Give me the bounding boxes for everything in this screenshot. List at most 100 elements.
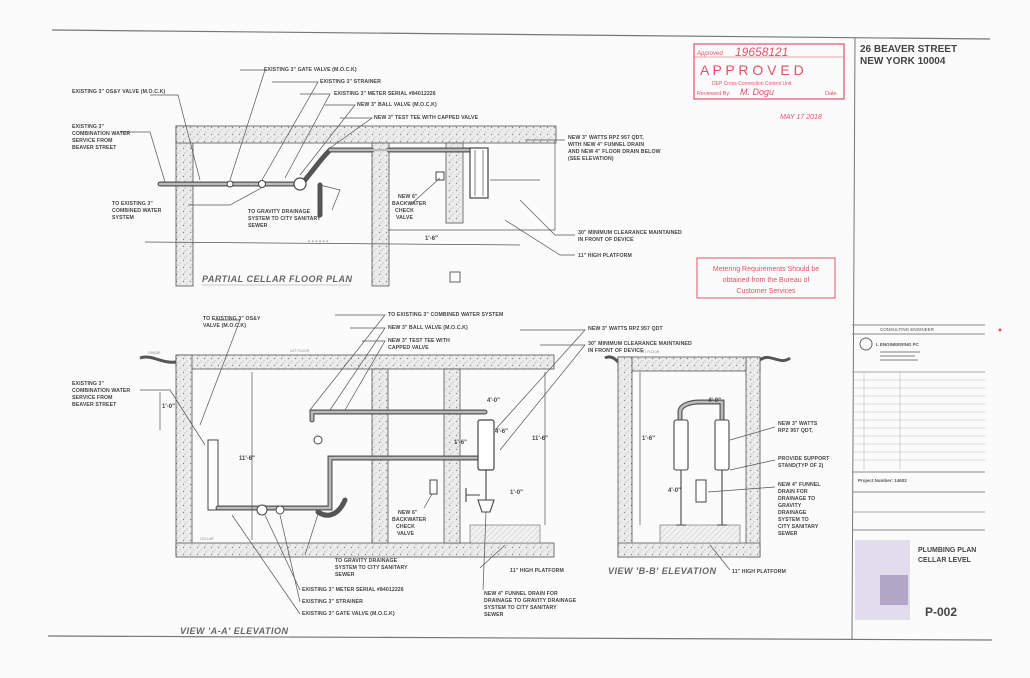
elev-b-rpz-right xyxy=(714,419,730,471)
stamp-reviewed-label: Reviewed By: xyxy=(697,91,731,97)
elev-b-title: VIEW 'B-B' ELEVATION xyxy=(608,566,716,576)
plan-label-gate-valve: EXISTING 3" GATE VALVE (M.O.C.K) xyxy=(264,67,357,73)
elev-a-dim-top: 1'-0" xyxy=(162,404,175,410)
elev-a-label-backwater: NEW 6" xyxy=(398,510,418,516)
plan-wall-top xyxy=(175,125,557,144)
plan-label-test-tee: NEW 3" TEST TEE WITH CAPPED VALVE xyxy=(374,115,479,121)
view-b-b-elevation: 1'-6" 4'-0" 4'-0" NEW 3" WATTS RPZ 957 Q… xyxy=(604,350,830,576)
firm-name: L ENGINEERING PC xyxy=(876,342,920,347)
elev-a-label-service: BEAVER STREET xyxy=(72,402,117,408)
elev-b-label-rpz: RPZ 957 QDT, xyxy=(778,428,813,434)
notice-line-2: obtained from the Bureau of xyxy=(723,277,810,284)
elev-a-label-osay: TO EXISTING 3" OS&Y xyxy=(203,316,261,322)
plan-label-to-combined: SYSTEM xyxy=(112,215,134,221)
elev-a-label-funnel: SYSTEM TO CITY SANITARY xyxy=(484,605,557,611)
plan-wall-left xyxy=(175,125,194,287)
elev-a-label-meter: EXISTING 3" METER SERIAL #84012226 xyxy=(302,587,404,593)
plan-label-rpz: (SEE ELEVATION) xyxy=(568,156,614,162)
elev-b-label-funnel: SEWER xyxy=(778,531,798,537)
elev-a-top-slab xyxy=(175,354,555,370)
elev-a-label-ball-valve: NEW 3" BALL VALVE (M.O.C.K) xyxy=(388,325,468,331)
plan-label-clearance: 30" MINIMUM CLEARANCE MAINTAINED xyxy=(578,230,682,236)
address-line-2: NEW YORK 10004 xyxy=(860,56,946,67)
elev-a-label-clearance: IN FRONT OF DEVICE xyxy=(588,348,644,354)
stamp-date-value: MAY 17 2018 xyxy=(780,114,822,121)
elev-a-dim-small: 4'-0" xyxy=(487,398,500,404)
title-block: 26 BEAVER STREET NEW YORK 10004 CONSULTI… xyxy=(852,44,985,620)
elev-a-dim-side: 11'-6" xyxy=(239,456,255,462)
elev-a-label-service: COMBINATION WATER xyxy=(72,388,130,394)
plan-rpz-device xyxy=(469,147,489,199)
revision-table xyxy=(852,372,985,470)
elev-a-label-test-tee: CAPPED VALVE xyxy=(388,345,429,351)
stamp-approved-prefix: Approved xyxy=(696,51,723,57)
elev-b-label-funnel: CITY SANITARY xyxy=(778,524,819,530)
view-a-a-elevation: 1'-0" 11'-6" 11'-6" 4'-0" 1'-6" 4'-6" 1'… xyxy=(72,312,692,638)
elev-a-left-wall xyxy=(175,354,193,556)
plan-label-backwater: BACKWATER xyxy=(392,201,426,207)
metering-notice: Metering Requirements Should be obtained… xyxy=(696,257,836,299)
plan-label-rpz: AND NEW 4" FLOOR DRAIN BELOW xyxy=(568,149,661,155)
elev-b-left-wall xyxy=(617,356,633,558)
elev-a-rpz-device xyxy=(477,419,495,471)
elev-b-bottom-slab xyxy=(617,542,761,558)
elev-b-floor-label: 1ST FLOOR xyxy=(640,350,660,354)
elev-a-bottom-slab xyxy=(175,542,555,558)
stamp-reviewer: M. Dogu xyxy=(740,87,774,97)
plan-label-strainer: EXISTING 3" STRAINER xyxy=(320,79,381,85)
plan-label-osay-valve: EXISTING 3" OS&Y VALVE (M.O.C.K) xyxy=(72,89,165,95)
plan-label-clearance: IN FRONT OF DEVICE xyxy=(578,237,634,243)
stamp-approved-word: A P P R O V E D xyxy=(700,62,804,78)
elev-a-label-funnel: DRAINAGE TO GRAVITY DRAINAGE xyxy=(484,598,577,604)
plan-label-backwater: NEW 6" xyxy=(398,194,418,200)
elev-a-label-funnel: SEWER xyxy=(484,612,504,618)
elev-a-label-gate-valve: EXISTING 3" GATE VALVE (M.O.C.K) xyxy=(302,611,395,617)
plan-dim-overall: - - - - - - xyxy=(308,239,328,245)
plan-label-platform: 11" HIGH PLATFORM xyxy=(578,253,632,259)
plan-dim: 1'-6" xyxy=(425,236,438,242)
elev-a-label-funnel: NEW 4" FUNNEL DRAIN FOR xyxy=(484,591,558,597)
elev-a-label-gravity: SEWER xyxy=(335,572,355,578)
elev-b-top-slab xyxy=(617,356,761,372)
elev-a-label-strainer: EXISTING 3" STRAINER xyxy=(302,599,363,605)
elev-a-label-to-combined: TO EXISTING 3" COMBINED WATER SYSTEM xyxy=(388,312,503,318)
elev-b-label-funnel: SYSTEM TO xyxy=(778,517,809,523)
elev-b-label-funnel: DRAIN FOR xyxy=(778,489,808,495)
elev-a-platform xyxy=(469,524,541,544)
elev-b-label-rpz: NEW 3" WATTS xyxy=(778,421,818,427)
elev-b-label-platform: 11" HIGH PLATFORM xyxy=(732,569,786,575)
partial-cellar-floor-plan: - - - - - - 1'-6" EXISTING 3" GATE VALVE… xyxy=(72,67,682,287)
elev-a-grade-label: GRADE xyxy=(148,351,161,355)
plan-label-rpz: WITH NEW 4" FUNNEL DRAIN xyxy=(568,142,644,148)
stamp-unit-line: DEP Cross-Connection Control Unit xyxy=(712,81,792,87)
elev-a-dim-b: 4'-6" xyxy=(495,429,508,435)
elev-b-label-support: PROVIDE SUPPORT xyxy=(778,456,830,462)
elev-a-label-backwater: CHECK xyxy=(396,524,415,530)
elev-a-title: VIEW 'A-A' ELEVATION xyxy=(180,626,288,636)
elev-a-service-riser xyxy=(207,439,219,511)
plan-label-to-combined: TO EXISTING 3" xyxy=(112,201,153,207)
elev-b-dim-top: 4'-0" xyxy=(708,398,721,404)
plan-label-service: SERVICE FROM xyxy=(72,138,113,144)
elev-a-label-backwater: BACKWATER xyxy=(392,517,426,523)
plan-label-service: BEAVER STREET xyxy=(72,145,117,151)
elev-a-dim-side-right: 11'-6" xyxy=(532,436,548,442)
plan-label-ball-valve: NEW 3" BALL VALVE (M.O.C.K) xyxy=(357,102,437,108)
north-arrow-box xyxy=(449,271,461,283)
plan-column-right xyxy=(445,142,464,224)
plan-label-meter: EXISTING 3" METER SERIAL #84012226 xyxy=(334,91,436,97)
elev-b-label-funnel: DRAINAGE xyxy=(778,510,807,516)
plan-title: PARTIAL CELLAR FLOOR PLAN xyxy=(202,274,353,284)
elev-a-label-backwater: VALVE xyxy=(397,531,414,537)
approval-stamp: Approved 19658121 A P P R O V E D DEP Cr… xyxy=(693,43,845,121)
elev-a-label-service: EXISTING 3" xyxy=(72,381,105,387)
firm-logo xyxy=(859,337,873,351)
elev-b-rpz-left xyxy=(673,419,689,471)
elev-a-label-test-tee: NEW 3" TEST TEE WITH xyxy=(388,338,450,344)
plan-label-service: EXISTING 3" xyxy=(72,124,105,130)
elev-b-platform xyxy=(659,524,741,544)
elev-b-label-funnel: GRAVITY xyxy=(778,503,802,509)
address-line-1: 26 BEAVER STREET xyxy=(860,44,957,55)
elev-a-dim-c: 1'-0" xyxy=(510,490,523,496)
